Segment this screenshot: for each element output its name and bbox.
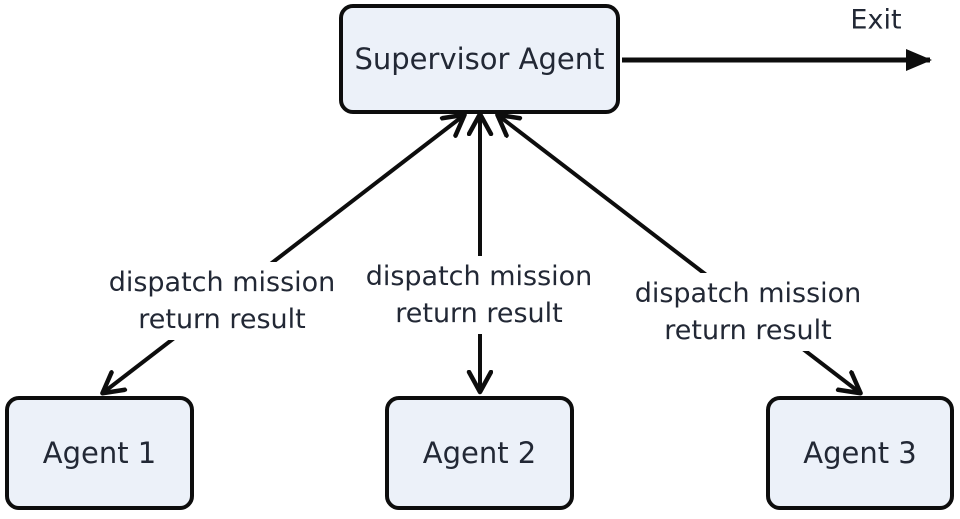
node-agent-1: Agent 1 — [5, 396, 194, 510]
edge-label-line: dispatch mission — [634, 278, 862, 309]
node-agent-2: Agent 2 — [385, 396, 574, 510]
exit-edge-label: Exit — [850, 4, 902, 36]
edge-label-line: return result — [138, 304, 306, 335]
edge-label-line: dispatch mission — [108, 267, 336, 298]
edge-label-supervisor-agent2: dispatch mission return result — [357, 256, 601, 334]
node-supervisor-agent: Supervisor Agent — [339, 4, 620, 114]
edge-label-line: return result — [395, 298, 563, 329]
node-agent-3: Agent 3 — [766, 396, 954, 510]
edge-label-line: dispatch mission — [365, 261, 593, 292]
edge-supervisor-agent1 — [104, 116, 463, 392]
edge-label-supervisor-agent3: dispatch mission return result — [626, 273, 870, 351]
edge-label-line: return result — [664, 315, 832, 346]
edge-label-supervisor-agent1: dispatch mission return result — [100, 262, 344, 340]
